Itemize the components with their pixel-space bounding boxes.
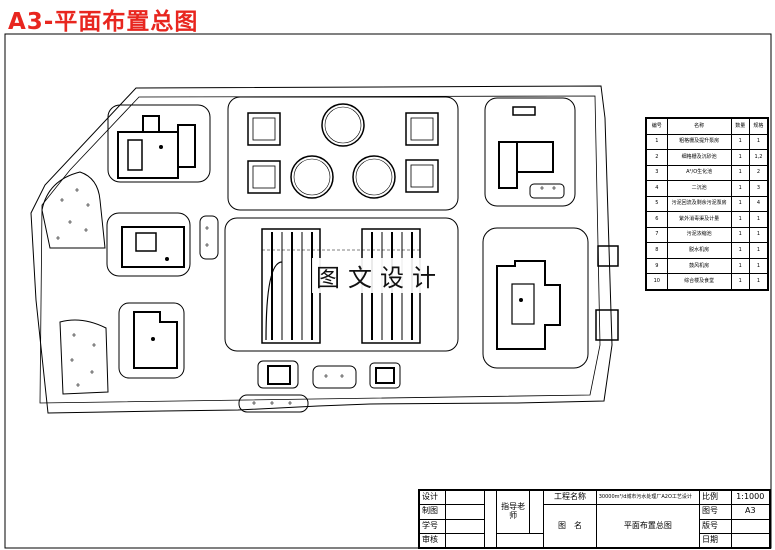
label-drawing-name: 图 名 — [543, 504, 597, 548]
value-empty — [495, 532, 545, 549]
value-student-id[interactable] — [445, 518, 485, 534]
legend-cell: 1 — [748, 211, 769, 228]
label-review: 审核 — [418, 532, 447, 549]
value-project-name: 30000m³/d城市污水处理厂A2O工艺设计 — [595, 489, 701, 506]
legend-cell: 7 — [646, 226, 668, 244]
label-student-id: 学号 — [418, 518, 447, 534]
legend-cell: 1 — [730, 226, 750, 244]
value-sheet-no: A3 — [730, 504, 770, 520]
legend-cell: 1 — [730, 211, 750, 228]
label-draw: 制图 — [418, 504, 447, 520]
label-design: 设计 — [418, 489, 447, 506]
legend-cell: 5 — [646, 195, 668, 213]
legend-cell: 1 — [748, 257, 769, 275]
legend-cell: 污泥回流及剩余污泥泵房 — [666, 195, 732, 213]
value-version[interactable] — [730, 518, 770, 534]
legend-cell: 3 — [646, 164, 668, 182]
legend-cell: 1 — [748, 226, 769, 244]
building-left-middle — [106, 212, 191, 277]
legend-cell: 1 — [730, 273, 750, 290]
green-strip-small — [199, 215, 219, 260]
legend-cell: 综合楼及食堂 — [666, 273, 732, 290]
legend-cell: 二沉池 — [666, 180, 732, 197]
legend-cell: 1 — [730, 180, 750, 197]
legend-cell: 鼓风机房 — [666, 257, 732, 275]
legend-cell: 8 — [646, 242, 668, 259]
legend-cell: 3 — [748, 180, 769, 197]
building-top-right — [484, 97, 576, 207]
legend-cell: 1 — [730, 257, 750, 275]
value-drawing-name: 平面布置总图 — [595, 504, 701, 548]
value-design[interactable] — [445, 489, 485, 506]
label-scale: 比例 — [699, 489, 732, 506]
legend-cell: 1 — [748, 242, 769, 259]
label-project-name: 工程名称 — [543, 489, 597, 506]
legend-cell: 2 — [748, 164, 769, 182]
spacer-1 — [483, 490, 498, 548]
legend-cell: 细格栅及沉砂池 — [666, 149, 732, 166]
legend-cell: 4 — [646, 180, 668, 197]
legend-cell: 1,2 — [748, 149, 769, 166]
building-right-large — [482, 227, 619, 369]
green-areas — [41, 171, 357, 413]
legend-cell: 污泥浓缩池 — [666, 226, 732, 244]
value-date[interactable] — [730, 532, 770, 549]
legend-cell: 1 — [730, 242, 750, 259]
legend-cell: 规格 — [748, 118, 769, 135]
legend-cell: 编号 — [646, 118, 668, 135]
building-bottom-small — [257, 360, 401, 389]
legend-cell: 6 — [646, 211, 668, 228]
legend-cell: 2 — [646, 149, 668, 166]
legend-cell: 10 — [646, 273, 668, 290]
legend-cell: 1 — [730, 164, 750, 182]
label-advisor: 指导老师 — [495, 490, 531, 534]
legend-cell: 名称 — [666, 118, 732, 135]
label-date: 日期 — [699, 532, 732, 549]
building-top-left — [107, 104, 211, 183]
value-review[interactable] — [445, 532, 485, 549]
pond-group-top — [227, 96, 459, 211]
site-boundary — [30, 85, 613, 414]
sheet-title: A3-平面布置总图 — [8, 9, 199, 35]
legend-cell: 1 — [748, 133, 769, 151]
legend-cell: 紫外消毒渠及计量 — [666, 211, 732, 228]
legend-cell: 1 — [730, 133, 750, 151]
label-version: 版号 — [699, 518, 732, 534]
legend-cell: 脱水机房 — [666, 242, 732, 259]
title-block: 设计 指导老师 工程名称 30000m³/d城市污水处理厂A2O工艺设计 比例 … — [418, 489, 771, 549]
watermark-text: 图文设计 — [312, 258, 448, 293]
legend-cell: 1 — [730, 149, 750, 166]
value-scale: 1:1000 — [730, 489, 770, 506]
drawing-border — [4, 33, 772, 549]
building-bottom-left — [118, 302, 185, 379]
label-sheet-no: 图号 — [699, 504, 732, 520]
legend-cell: 9 — [646, 257, 668, 275]
site-inner-road — [39, 95, 601, 404]
legend-cell: 1 — [748, 273, 769, 290]
legend-cell: 1 — [646, 133, 668, 151]
value-draw[interactable] — [445, 504, 485, 520]
value-advisor[interactable] — [529, 490, 545, 534]
legend-cell: 粗格栅及提升泵房 — [666, 133, 732, 151]
green-plus-marks — [56, 186, 556, 405]
legend-row: 编号名称数量规格 — [646, 118, 769, 135]
legend-cell: 4 — [748, 195, 769, 213]
legend-cell: 数量 — [730, 118, 750, 135]
legend-cell: A²/O生化池 — [666, 164, 732, 182]
legend-cell: 1 — [730, 195, 750, 213]
